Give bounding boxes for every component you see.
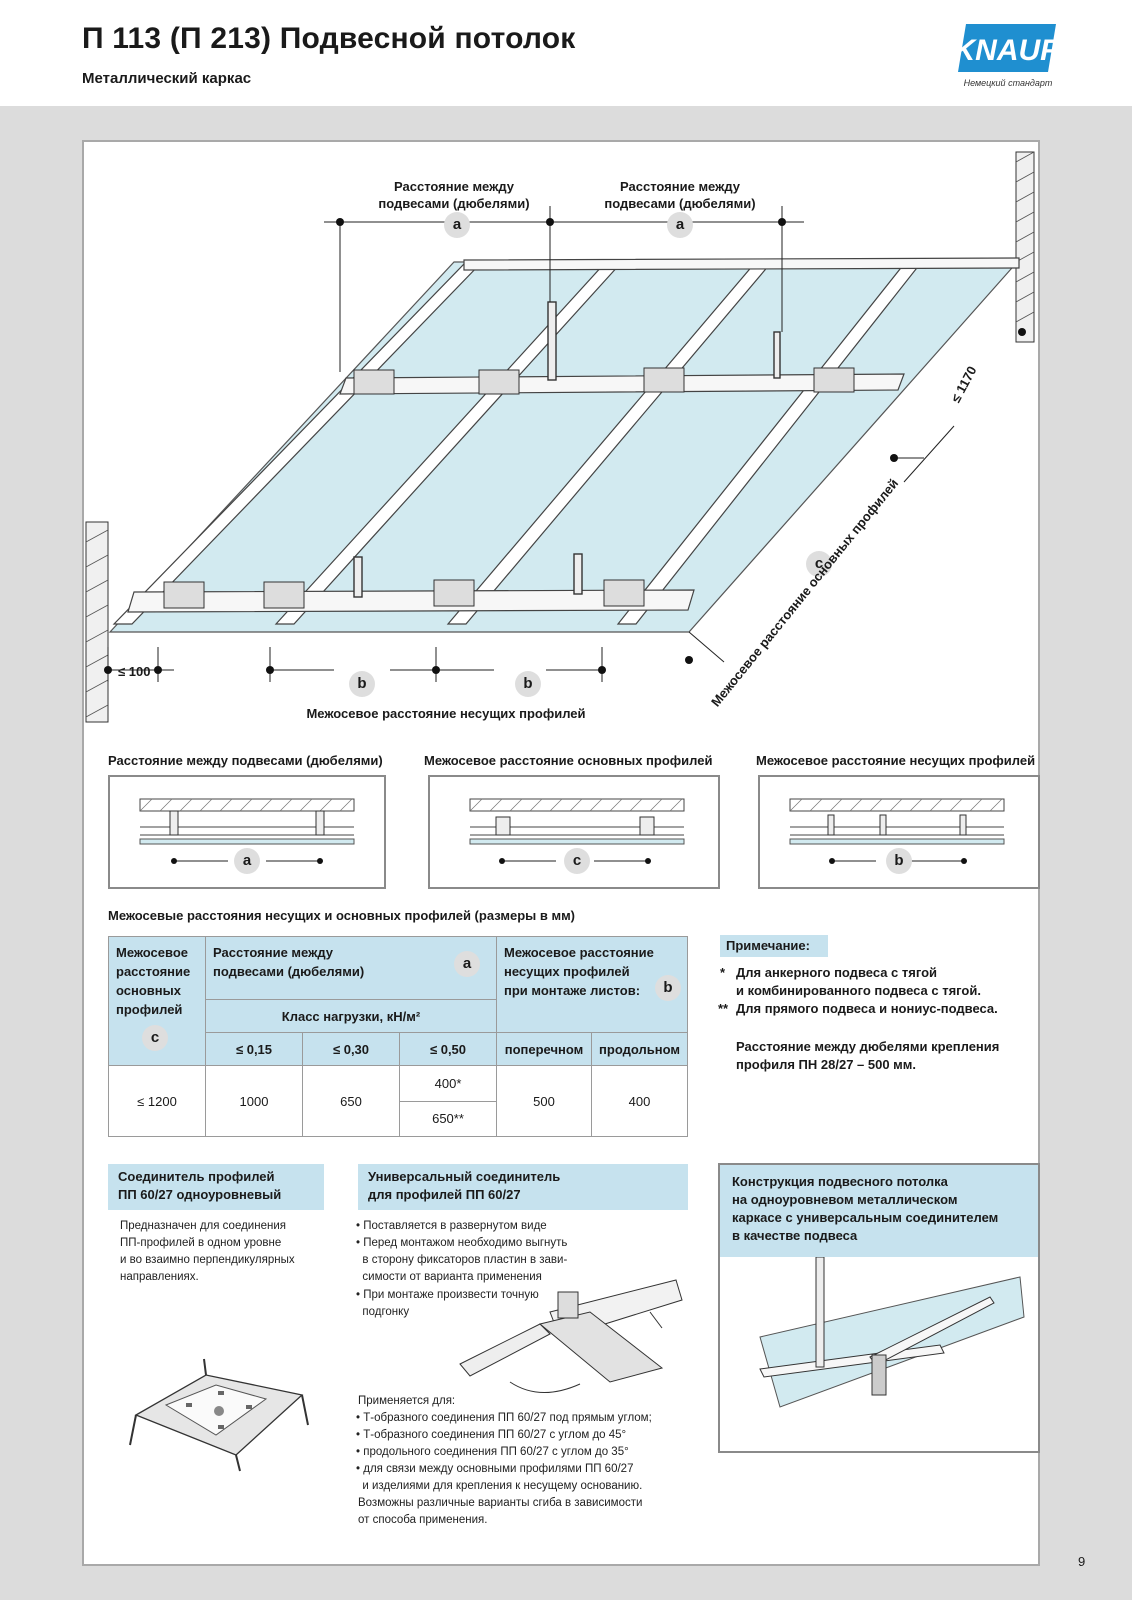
detail-marker-b: b [886,848,912,874]
block2-bullet-1: • Поставляется в развернутом виде [356,1220,547,1232]
table-cell-across: 500 [496,1065,592,1137]
table-header-b: Межосевое расстояние несущих профилей пр… [496,936,688,1033]
table-load-015: ≤ 0,15 [205,1032,303,1066]
table-marker-b: b [655,975,681,1001]
ceiling-isometric-diagram [85,151,1035,723]
table-cell-a3-bottom: 650** [399,1100,497,1137]
table-cell-a1: 1000 [205,1065,303,1137]
table-marker-a: a [454,951,480,977]
table-cell-a2: 650 [302,1065,400,1137]
table-load-030: ≤ 0,30 [302,1032,400,1066]
block2-usage-4: • для связи между основными профилями ПП… [356,1463,643,1492]
logo-tagline: Немецкий стандарт [964,78,1053,88]
block2-bullet-2: • Перед монтажом необходимо выгнуть в ст… [356,1237,568,1283]
detail-marker-c: c [564,848,590,874]
table-sub-along: продольном [591,1032,688,1066]
block1-title: Соединитель профилей ПП 60/27 одноуровне… [108,1164,324,1210]
marker-b-1: b [349,671,375,697]
block3-title: Конструкция подвесного потолка на одноур… [720,1165,1038,1257]
table-cell-along: 400 [591,1065,688,1137]
table-header-a: Расстояние между подвесами (дюбелями) a [205,936,497,1000]
note-extra: Расстояние между дюбелями крепления проф… [736,1039,1000,1072]
block2-usage-1: • Т-образного соединения ПП 60/27 под пр… [356,1412,652,1424]
table-load-050: ≤ 0,50 [399,1032,497,1066]
note-star2-text: Для прямого подвеса и нониус-подвеса. [736,1001,998,1016]
detail-title-c: Межосевое расстояние основных профилей [424,753,713,768]
block3-box: Конструкция подвесного потолка на одноур… [718,1163,1040,1453]
table-cell-a3-top: 400* [399,1065,497,1102]
block2-title: Универсальный соединитель для профилей П… [358,1164,688,1210]
note-star1-text: Для анкерного подвеса с тягой и комбинир… [736,965,981,998]
marker-b-2: b [515,671,541,697]
page-header: П 113 (П 213) Подвесной потолок Металлич… [0,0,1132,106]
notes-title: Примечание: [720,935,828,957]
detail-marker-a: a [234,848,260,874]
universal-connector-image [459,1279,683,1393]
knauf-logo: KNAUF Немецкий стандарт [954,24,1060,88]
label-hanger-distance-2: Расстояние между подвесами (дюбелями) [604,179,756,211]
table-cell-c: ≤ 1200 [108,1065,206,1137]
detail-title-a: Расстояние между подвесами (дюбелями) [108,753,383,768]
marker-a-1: a [444,212,470,238]
marker-c: c [806,551,832,577]
table-caption: Межосевые расстояния несущих и основных … [108,908,576,923]
label-hanger-distance-1: Расстояние между подвесами (дюбелями) [378,179,530,211]
marker-a-2: a [667,212,693,238]
label-bearing-profiles-distance: Межосевое расстояние несущих профилей [306,706,586,721]
single-level-connector-image [129,1358,309,1472]
note-star1-mark: * [720,965,726,980]
table-marker-c: c [142,1025,168,1051]
table-sub-across: поперечном [496,1032,592,1066]
block2-bullet-3: • При монтаже произвести точную подгонку [356,1289,539,1318]
detail-title-b: Межосевое расстояние несущих профилей [756,753,1036,768]
page-title: П 113 (П 213) Подвесной потолок [82,22,576,55]
svg-text:KNAUF: KNAUF [954,34,1060,67]
block2-usage-title: Применяется для: [358,1395,456,1407]
block2-usage-3: • продольного соединения ПП 60/27 с угло… [356,1446,629,1458]
note-star2-mark: ** [718,1001,729,1016]
table-header-c: Межосевое расстояние основных профилей c [108,936,206,1066]
page-subtitle: Металлический каркас [82,70,252,87]
block2-footer: Возможны различные варианты сгиба в зави… [358,1497,643,1526]
profile-spacing-table: Межосевое расстояние основных профилей c… [108,936,688,1137]
page-number: 9 [1078,1554,1086,1569]
block2-usage-2: • Т-образного соединения ПП 60/27 с угло… [356,1429,627,1441]
dim-edge-100: ≤ 100 [118,664,151,679]
table-load-class: Класс нагрузки, кН/м² [205,999,497,1033]
ceiling-construction-image [759,1257,1025,1408]
block1-text: Предназначен для соединения ПП-профилей … [120,1220,295,1283]
